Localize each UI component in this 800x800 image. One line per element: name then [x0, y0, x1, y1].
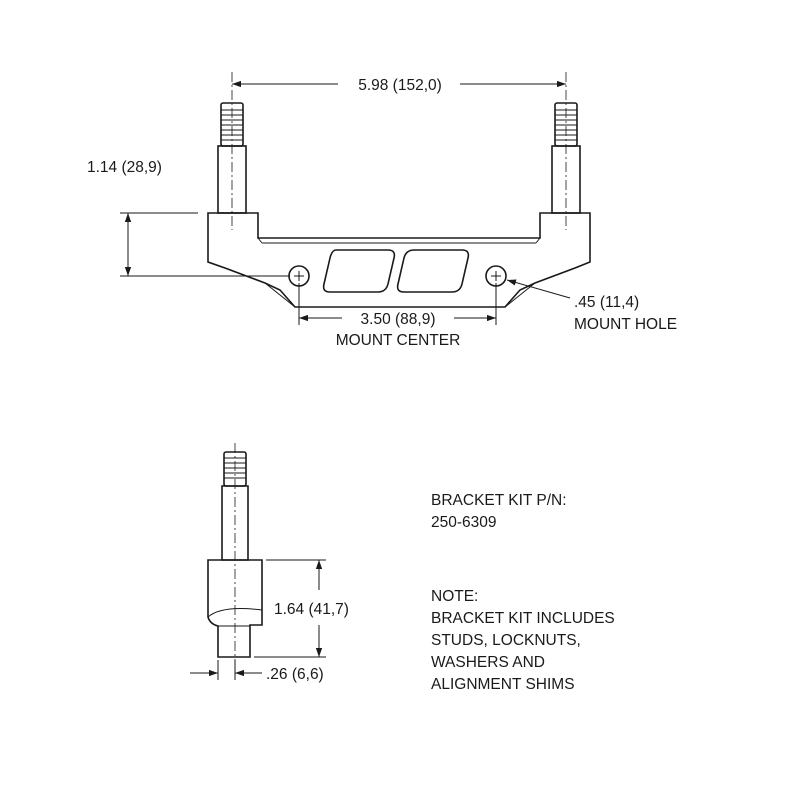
mount-hole-leader: [506, 279, 571, 299]
kit-info: BRACKET KIT P/N: 250-6309: [431, 492, 567, 531]
kit-pn-label: BRACKET KIT P/N:: [431, 492, 567, 509]
note-line: STUDS, LOCKNUTS,: [431, 632, 581, 649]
note-block: NOTE: BRACKET KIT INCLUDES STUDS, LOCKNU…: [431, 588, 615, 693]
mount-center-dimension: [298, 283, 497, 325]
stud-length-dimension: [254, 559, 326, 658]
height-label: 1.14 (28,9): [87, 159, 162, 176]
mount-center-label: MOUNT CENTER: [336, 332, 461, 349]
bracket-body: [207, 212, 591, 308]
right-slot: [396, 249, 470, 293]
right-stud: [551, 72, 581, 230]
kit-pn-value: 250-6309: [431, 514, 497, 531]
stud-diameter-label: .26 (6,6): [266, 666, 324, 683]
note-line: BRACKET KIT INCLUDES: [431, 610, 615, 627]
mount-center-value: 3.50 (88,9): [361, 311, 436, 328]
stud-body: [207, 559, 263, 658]
overall-width-label: 5.98 (152,0): [358, 77, 442, 94]
note-line: WASHERS AND: [431, 654, 545, 671]
note-line: ALIGNMENT SHIMS: [431, 676, 575, 693]
mount-hole-value: .45 (11,4): [574, 294, 639, 311]
bracket-front-view: 5.98 (152,0) 1.14 (28,9) 3.50 (88,9) MOU…: [87, 72, 677, 349]
stud-diameter-dimension: [190, 660, 262, 680]
stud-detail-view: 1.64 (41,7) .26 (6,6): [190, 443, 349, 683]
stud-length-label: 1.64 (41,7): [274, 601, 349, 618]
left-stud: [217, 72, 247, 230]
mount-hole-label: MOUNT HOLE: [574, 316, 677, 333]
height-dimension: [120, 212, 290, 277]
note-title: NOTE:: [431, 588, 478, 605]
left-slot: [322, 249, 396, 293]
